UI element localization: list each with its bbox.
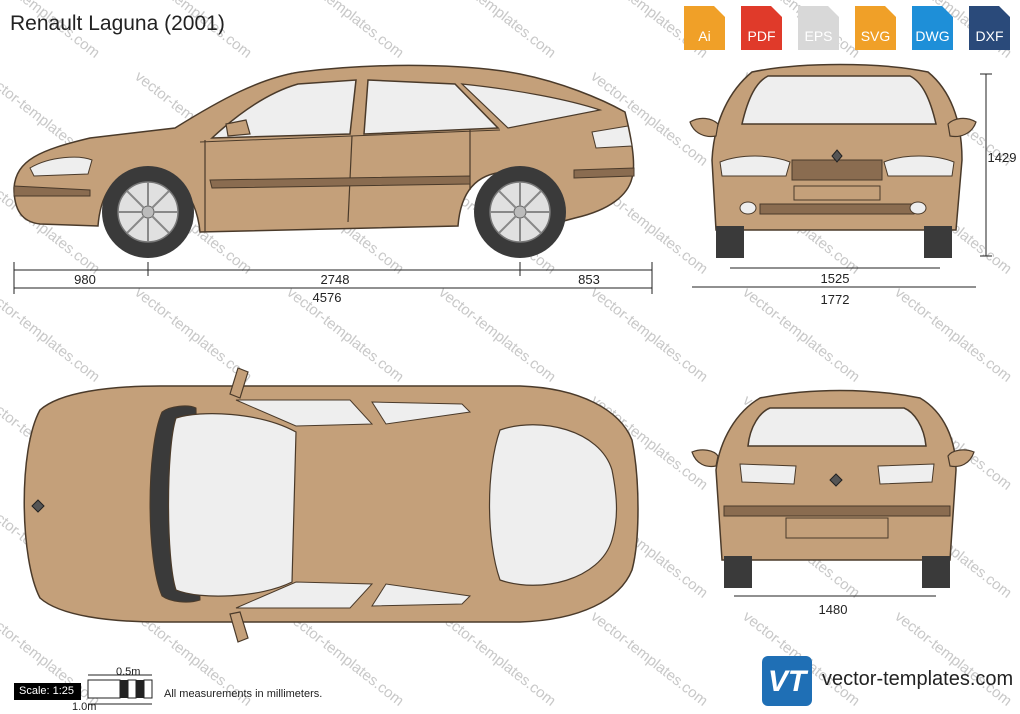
format-badge-svg[interactable]: SVG bbox=[849, 4, 902, 52]
vt-logo[interactable]: VT bbox=[762, 656, 812, 706]
format-label: SVG bbox=[860, 28, 891, 44]
car-top-view bbox=[23, 367, 639, 643]
dim-wheelbase: 2748 bbox=[320, 272, 350, 287]
dim-width: 1772 bbox=[820, 292, 850, 307]
format-badge-pdf[interactable]: PDF bbox=[735, 4, 788, 52]
dim-rear-overhang: 853 bbox=[578, 272, 600, 287]
front-lower-grille bbox=[759, 203, 915, 215]
top-left-mirror bbox=[229, 367, 249, 399]
side-front-wheel-spokes bbox=[118, 182, 178, 242]
front-windshield bbox=[741, 75, 937, 125]
car-side-view bbox=[13, 64, 635, 258]
format-label: DWG bbox=[915, 28, 950, 44]
rear-window bbox=[747, 407, 927, 447]
format-badges: Ai PDF EPS SVG DWG DXF bbox=[678, 4, 1016, 52]
scale-half-meter: 0.5m bbox=[116, 666, 141, 678]
rear-right-taillight bbox=[877, 463, 935, 485]
page-title: Renault Laguna (2001) bbox=[10, 12, 225, 35]
format-badge-dxf[interactable]: DXF bbox=[963, 4, 1016, 52]
front-left-tire bbox=[716, 226, 744, 258]
front-right-tire bbox=[924, 226, 952, 258]
site-name[interactable]: vector-templates.com bbox=[822, 668, 1014, 690]
vt-logo-text: VT bbox=[767, 665, 807, 698]
dim-height: 1429 bbox=[987, 150, 1017, 165]
rear-left-tire bbox=[724, 556, 752, 588]
side-taillight bbox=[591, 125, 633, 149]
file-icon bbox=[684, 6, 725, 50]
file-icon bbox=[798, 6, 839, 50]
side-rear-quarter-glass bbox=[460, 83, 603, 129]
format-label: DXF bbox=[975, 28, 1004, 44]
format-label: Ai bbox=[698, 28, 711, 44]
side-rear-bumper-strip bbox=[573, 167, 635, 179]
side-front-bumper-strip bbox=[13, 185, 91, 197]
rear-logo bbox=[829, 473, 843, 487]
front-grille bbox=[791, 159, 883, 181]
front-logo bbox=[831, 149, 843, 163]
dim-front-overhang: 980 bbox=[74, 272, 96, 287]
top-right-mirror bbox=[229, 611, 249, 643]
front-right-mirror bbox=[947, 117, 977, 138]
file-icon bbox=[741, 6, 782, 50]
scale-one-meter: 1.0m bbox=[72, 701, 97, 713]
file-icon bbox=[855, 6, 896, 50]
side-rear-window bbox=[363, 79, 500, 135]
front-intake bbox=[793, 185, 881, 201]
rear-left-mirror bbox=[691, 449, 719, 468]
scale-label: Scale: 1:25 bbox=[14, 683, 81, 700]
top-roof-glass bbox=[167, 413, 297, 597]
front-left-mirror bbox=[689, 117, 719, 138]
scale-bar bbox=[87, 674, 153, 705]
dim-length: 4576 bbox=[312, 290, 342, 305]
top-logo bbox=[31, 499, 45, 513]
top-right-rear-glass bbox=[371, 583, 472, 607]
car-front-view bbox=[689, 63, 977, 258]
rear-right-mirror bbox=[947, 449, 975, 468]
side-front-window bbox=[210, 79, 357, 139]
format-badge-dwg[interactable]: DWG bbox=[906, 4, 959, 52]
format-label: EPS bbox=[804, 28, 833, 44]
front-right-headlight bbox=[883, 155, 955, 177]
front-right-foglight bbox=[909, 201, 927, 215]
rear-plate-recess bbox=[785, 517, 889, 539]
rear-left-taillight bbox=[739, 463, 797, 485]
side-rear-wheel-spokes bbox=[490, 182, 550, 242]
side-belt-line bbox=[199, 129, 501, 143]
top-left-side-glass bbox=[235, 399, 374, 427]
rear-bumper-strip bbox=[723, 505, 951, 517]
side-headlight bbox=[29, 156, 93, 177]
format-badge-ai[interactable]: Ai bbox=[678, 4, 731, 52]
top-right-side-glass bbox=[235, 581, 374, 609]
dimension-lines bbox=[13, 73, 992, 597]
car-rear-view bbox=[691, 389, 975, 588]
front-left-foglight bbox=[739, 201, 757, 215]
rear-right-tire bbox=[922, 556, 950, 588]
top-left-rear-glass bbox=[371, 401, 472, 425]
file-icon bbox=[969, 6, 1010, 50]
side-protection-strip bbox=[209, 175, 471, 189]
file-icon bbox=[912, 6, 953, 50]
measurement-note: All measurements in millimeters. bbox=[164, 688, 323, 700]
format-badge-eps[interactable]: EPS bbox=[792, 4, 845, 52]
front-left-headlight bbox=[719, 155, 791, 177]
side-mirror bbox=[225, 119, 251, 137]
dim-front-track: 1525 bbox=[820, 271, 850, 286]
dim-rear-track: 1480 bbox=[818, 602, 848, 617]
format-label: PDF bbox=[747, 28, 776, 44]
top-rear-window bbox=[488, 424, 618, 586]
